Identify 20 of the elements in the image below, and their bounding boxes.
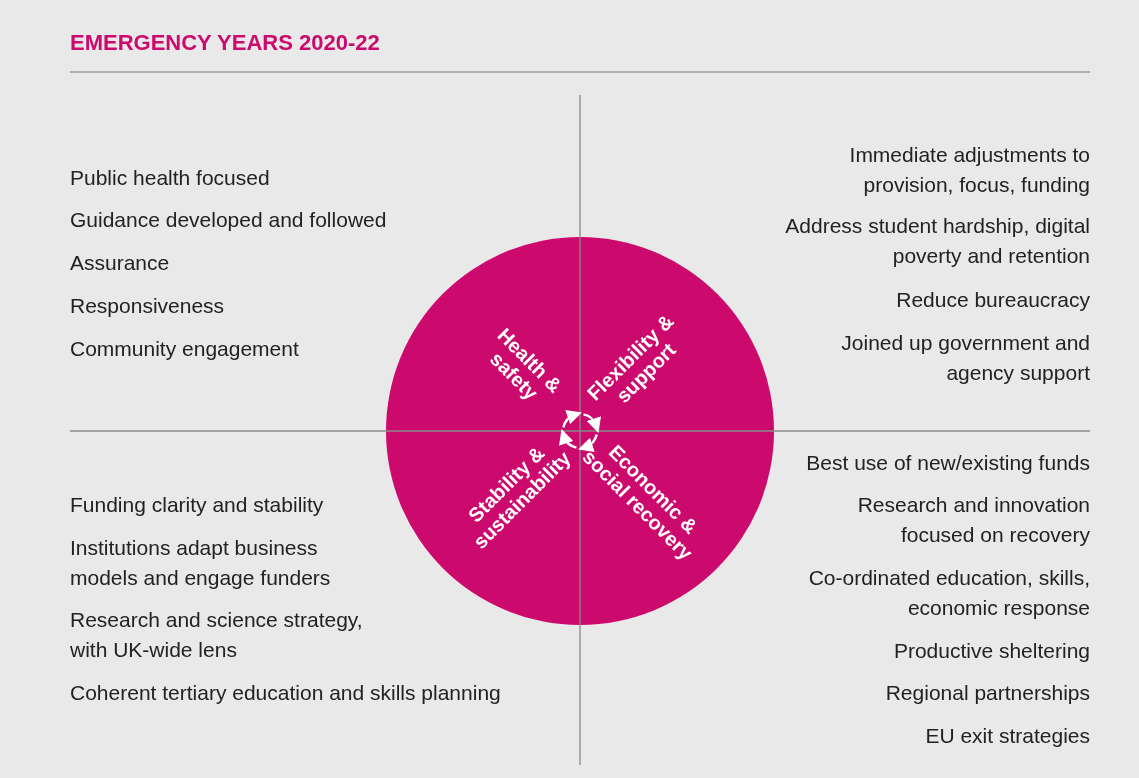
list-item: Responsiveness [70, 293, 226, 319]
list-item: Address student hardship, digital poverty and retention [784, 213, 1090, 269]
list-item: Best use of new/existing funds [805, 450, 1090, 476]
list-item: Assurance [70, 250, 171, 276]
list-item: EU exit strategies [924, 723, 1090, 749]
list-item: Co-ordinated education, skills, economic response [807, 565, 1090, 621]
list-item: Regional partnerships [884, 680, 1090, 706]
list-item: Guidance developed and followed [70, 207, 388, 233]
list-item: Community engagement [70, 336, 300, 362]
list-item: Research and science strategy, with UK-wide lens [70, 607, 364, 663]
list-item: Public health focused [70, 165, 271, 191]
list-item: Reduce bureaucracy [895, 287, 1090, 313]
list-item: Coherent tertiary education and skills planning [70, 680, 502, 706]
list-item: Institutions adapt business models and engage funders [70, 535, 332, 591]
list-item: Research and innovation focused on recovery [856, 492, 1090, 548]
list-item: Immediate adjustments to provision, focus, funding [848, 142, 1090, 198]
list-item: Productive sheltering [892, 638, 1090, 664]
list-item: Joined up government and agency support [840, 330, 1090, 386]
list-item: Funding clarity and stability [70, 492, 325, 518]
title: EMERGENCY YEARS 2020-22 [70, 30, 380, 56]
